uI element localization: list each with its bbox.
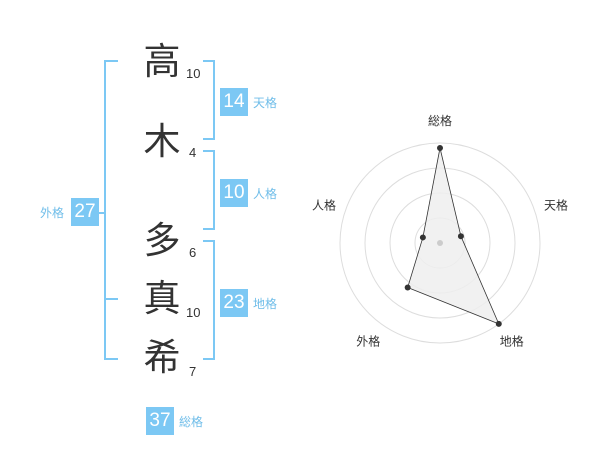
chikaku-label: 地格 (253, 297, 278, 311)
name-char-2: 木 (143, 120, 181, 163)
jinkaku-badge: 10 (220, 179, 248, 207)
radar-series-area (407, 147, 500, 325)
tenkaku-badge: 14 (220, 88, 248, 116)
radar-point-3 (495, 320, 502, 327)
radar-point-4 (404, 284, 411, 291)
stroke-count-3: 6 (189, 245, 197, 260)
radar-grid-ring (339, 142, 541, 344)
stroke-count-4: 10 (186, 305, 201, 320)
radar-axis-label: 総格 (428, 113, 452, 128)
radar-center-dot (437, 240, 443, 246)
name-char-4: 真 (143, 277, 181, 320)
name-char-5: 希 (143, 336, 181, 379)
jinkaku-label: 人格 (253, 187, 278, 201)
tenkaku-label: 天格 (253, 96, 278, 110)
soukaku-badge: 37 (146, 407, 174, 435)
radar-point-5 (419, 234, 426, 241)
chikaku-badge: 23 (220, 289, 248, 317)
gaikaku-badge: 27 (71, 198, 99, 226)
radar-axis-label: 外格 (356, 334, 380, 349)
radar-point-2 (457, 233, 464, 240)
stroke-count-1: 10 (186, 66, 201, 81)
radar-axis-label: 地格 (500, 334, 524, 349)
radar-axis-label: 人格 (312, 197, 336, 212)
stroke-count-5: 7 (189, 364, 197, 379)
stroke-count-2: 4 (189, 145, 197, 160)
name-char-3: 多 (143, 219, 181, 262)
soukaku-label: 総格 (179, 415, 204, 429)
gaikaku-label: 外格 (40, 206, 65, 220)
radar-axis-label: 天格 (544, 197, 568, 212)
radar-point-1 (437, 145, 443, 151)
name-char-1: 高 (143, 40, 181, 83)
